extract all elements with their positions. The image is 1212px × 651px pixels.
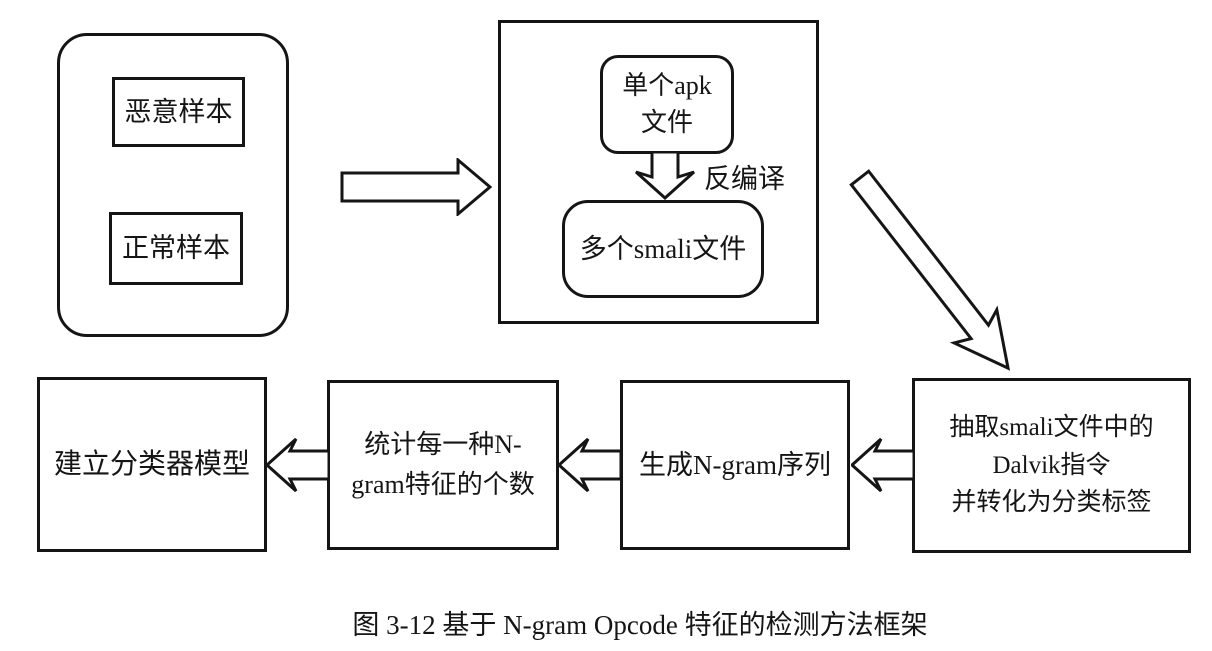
apk-file-label-line2: 文件 [640, 107, 693, 137]
generate-ngram-label: 生成N-gram序列 [639, 449, 831, 480]
smali-files-label: 多个smali文件 [579, 233, 747, 264]
decompile-arrow-label: 反编译 [704, 164, 785, 194]
arrow-count-to-model-icon [266, 437, 329, 493]
malicious-samples-box: 恶意样本 [112, 77, 245, 147]
arrow-samples-to-decompile-icon [340, 158, 492, 216]
build-classifier-label: 建立分类器模型 [53, 448, 250, 480]
arrow-extract-to-ngram-icon [851, 437, 914, 493]
figure-caption: 图 3-12 基于 N-gram Opcode 特征的检测方法框架 [352, 610, 928, 640]
build-classifier-box: 建立分类器模型 [37, 377, 267, 552]
smali-files-box: 多个smali文件 [562, 200, 764, 298]
generate-ngram-box: 生成N-gram序列 [620, 380, 850, 550]
count-features-box: 统计每一种N- gram特征的个数 [327, 380, 559, 550]
extract-dalvik-line3: 并转化为分类标签 [951, 489, 1152, 517]
count-features-line1: 统计每一种N- [364, 429, 522, 459]
malicious-samples-label: 恶意样本 [124, 96, 233, 127]
normal-samples-label: 正常样本 [122, 233, 230, 264]
arrow-ngram-to-count-icon [558, 437, 621, 493]
apk-file-box: 单个apk 文件 [600, 55, 734, 154]
count-features-line2: gram特征的个数 [351, 470, 535, 499]
extract-dalvik-line1: 抽取smali文件中的 [949, 414, 1154, 442]
extract-dalvik-line2: Dalvik指令 [992, 451, 1111, 479]
arrow-decompile-to-extract-icon [849, 169, 1011, 371]
extract-dalvik-box: 抽取smali文件中的 Dalvik指令 并转化为分类标签 [912, 378, 1191, 553]
normal-samples-box: 正常样本 [109, 212, 243, 285]
apk-file-label-line1: 单个apk [622, 71, 712, 101]
arrow-apk-to-smali-icon [634, 152, 696, 200]
